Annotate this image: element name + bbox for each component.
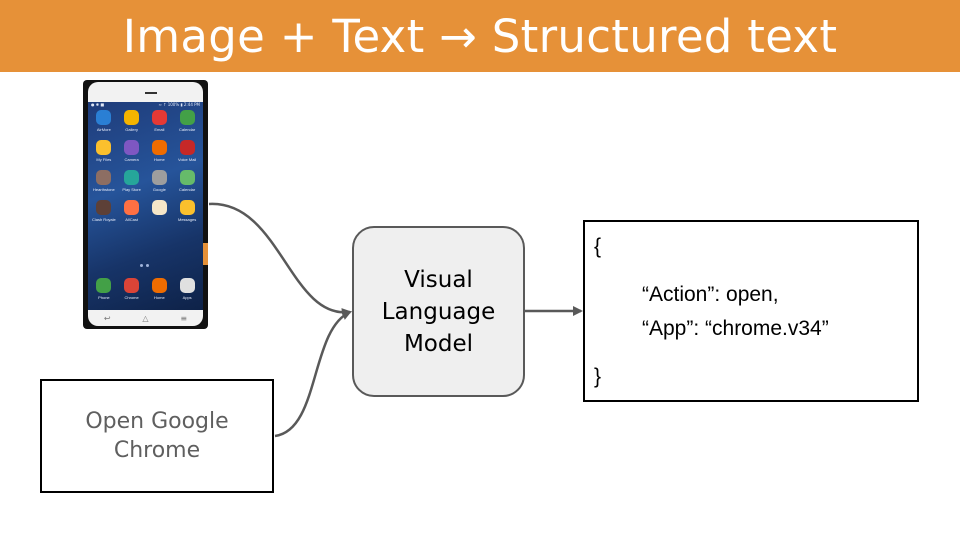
phone-screenshot: ● ✱ ■ ≈ ↑ 100% ▮ 2:44 PM AirMore Gallery E… <box>83 80 208 329</box>
clash-royale-icon <box>96 200 112 215</box>
app-label: Home <box>154 157 165 162</box>
json-action-line: “Action”: open, <box>642 283 779 306</box>
json-close-brace: } <box>594 365 602 388</box>
app-label: Voice Mail <box>178 157 197 162</box>
app-label: Messages <box>178 217 197 222</box>
calendar-icon <box>179 170 195 185</box>
dock-item: Apps <box>173 278 201 300</box>
app-item: Email <box>146 110 174 132</box>
app-item: Clash Royale <box>90 200 118 222</box>
app-label: AirMore <box>96 127 111 132</box>
phone-top-bezel <box>88 82 203 102</box>
app-item: Home <box>146 140 174 162</box>
folder-icon <box>96 140 112 155</box>
app-label: Google <box>152 187 166 192</box>
input-text: Open Google Chrome <box>85 409 229 463</box>
app-item: Gallery <box>118 110 146 132</box>
app-icon <box>151 200 167 215</box>
play-store-icon <box>124 170 140 185</box>
phone-status-bar: ● ✱ ■ ≈ ↑ 100% ▮ 2:44 PM <box>88 102 203 108</box>
model-box: Visual Language Model <box>352 226 525 397</box>
app-item: Voice Mail <box>173 140 201 162</box>
app-item: Calendar <box>173 110 201 132</box>
app-item: AllCast <box>118 200 146 222</box>
app-item: Google <box>146 170 174 192</box>
app-label: Play Store <box>122 187 141 192</box>
app-item: My Files <box>90 140 118 162</box>
app-label: AllCast <box>125 217 138 222</box>
dock-item: Phone <box>90 278 118 300</box>
text-input-box: Open Google Chrome <box>40 379 274 493</box>
app-label: Hearthstone <box>92 187 115 192</box>
json-open-brace: { <box>594 235 602 258</box>
app-label: Apps <box>182 295 192 300</box>
app-item: Camera <box>118 140 146 162</box>
arrow-image-to-model <box>208 202 352 318</box>
airmore-icon <box>96 110 112 125</box>
app-item: Play Store <box>118 170 146 192</box>
app-label: Email <box>154 127 165 132</box>
app-label: Camera <box>124 157 139 162</box>
gallery-icon <box>124 110 140 125</box>
chrome-icon <box>124 278 140 293</box>
phone-home-screen: ● ✱ ■ ≈ ↑ 100% ▮ 2:44 PM AirMore Gallery E… <box>88 102 203 310</box>
phone-speaker <box>145 92 157 94</box>
model-label: Visual Language Model <box>381 266 496 357</box>
back-icon: ↩ <box>103 313 111 323</box>
app-label: Chrome <box>124 295 139 300</box>
home-icon <box>151 140 167 155</box>
json-app-line: “App”: “chrome.v34” <box>642 317 829 340</box>
recents-icon: ≡ <box>180 313 188 323</box>
slide-title: Image + Text → Structured text <box>122 9 838 63</box>
email-icon <box>151 110 167 125</box>
camera-icon <box>124 140 140 155</box>
home-button-icon: △ <box>142 313 149 323</box>
app-label: Clash Royale <box>91 217 116 222</box>
home-icon <box>151 278 167 293</box>
apps-grid-icon <box>179 278 195 293</box>
app-label: Calendar <box>179 187 196 192</box>
app-item: Messages <box>173 200 201 222</box>
app-item <box>146 200 174 222</box>
page-indicator <box>140 264 149 267</box>
app-item: AirMore <box>90 110 118 132</box>
app-item: Calendar <box>173 170 201 192</box>
status-left-icons: ● ✱ ■ <box>91 102 105 107</box>
title-banner: Image + Text → Structured text <box>0 0 960 72</box>
app-item: Hearthstone <box>90 170 118 192</box>
app-label: Gallery <box>125 127 138 132</box>
dock-item: Home <box>146 278 174 300</box>
orange-strip <box>203 243 208 265</box>
status-right-info: ≈ ↑ 100% ▮ 2:44 PM <box>158 102 200 107</box>
voicemail-icon <box>179 140 195 155</box>
app-label: Phone <box>98 295 110 300</box>
arrow-text-to-model <box>274 310 352 438</box>
dock-item: Chrome <box>118 278 146 300</box>
messages-icon <box>179 200 195 215</box>
allcast-icon <box>124 200 140 215</box>
phone-icon <box>96 278 112 293</box>
app-label: Home <box>154 295 165 300</box>
calendar-icon <box>179 110 195 125</box>
app-dock: Phone Chrome Home Apps <box>90 278 201 300</box>
phone-nav-bar: ↩ △ ≡ <box>88 310 203 326</box>
app-label: Calendar <box>179 127 196 132</box>
app-label: My Files <box>96 157 112 162</box>
structured-output-box: { “Action”: open, “App”: “chrome.v34” } <box>583 220 919 402</box>
hearthstone-icon <box>96 170 112 185</box>
google-folder-icon <box>151 170 167 185</box>
